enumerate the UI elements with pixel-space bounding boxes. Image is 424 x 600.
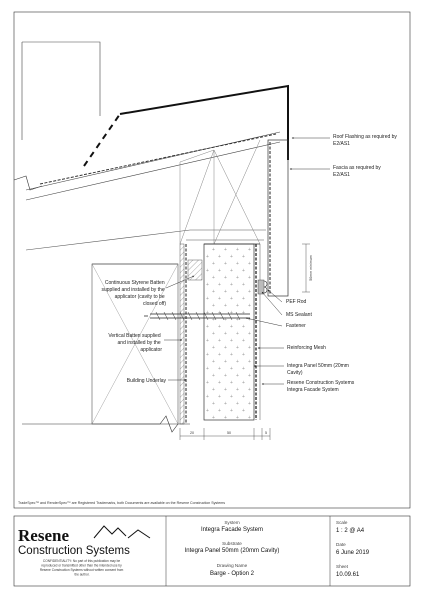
brand-roofline-icon xyxy=(93,525,151,539)
dim-mid: 50 xyxy=(227,431,231,435)
confidentiality-note: CONFIDENTIALITY: No part of this publica… xyxy=(40,559,124,577)
label-pef-rod: PEF Rod xyxy=(286,299,307,305)
min-clearance-label: 50mm minimum xyxy=(309,255,313,281)
label-ms-sealant: MS Sealant xyxy=(286,312,312,318)
label-building-underlay: Building Underlay xyxy=(127,378,167,384)
scale-label: Scale xyxy=(336,520,348,525)
roof-flashing xyxy=(119,84,289,160)
roof-outline xyxy=(21,41,101,140)
truss-members xyxy=(179,139,261,245)
leader-lines xyxy=(164,137,330,385)
integra-panel xyxy=(203,243,255,421)
trademark-note: TradeSpec™ and RenderSpec™ are Registere… xyxy=(18,501,225,505)
substrate-label: Substrate xyxy=(222,541,242,546)
break-line-bottom xyxy=(22,415,190,433)
label-resene-system: Resene Construction Systems Integra Faca… xyxy=(287,380,356,393)
system-value: Integra Facade System xyxy=(201,527,263,533)
styrene-batten xyxy=(187,259,203,281)
label-continuous-batten: Continuous Styrene Batten supplied and i… xyxy=(102,280,167,307)
label-integra-panel: Integra Panel 50mm (20mm Cavity) xyxy=(287,363,350,376)
drawing-name-value: Barge - Option 2 xyxy=(210,571,255,577)
roof-flashing-dashed xyxy=(83,113,121,167)
fastener xyxy=(144,313,250,319)
substrate-value: Integra Panel 50mm (20mm Cavity) xyxy=(185,548,280,554)
fascia-board xyxy=(267,139,289,297)
drawing-name-label: Drawing Name xyxy=(217,563,248,568)
brand-resene: Resene xyxy=(18,526,69,545)
sheet-value: 10.09.61 xyxy=(336,572,360,578)
label-reinforcing-mesh: Reinforcing Mesh xyxy=(287,345,326,351)
sheet-label: Sheet xyxy=(336,564,349,569)
title-block: Resene Construction Systems CONFIDENTIAL… xyxy=(13,515,411,587)
system-label: System xyxy=(224,520,239,525)
ms-sealant xyxy=(257,279,265,295)
date-value: 6 June 2019 xyxy=(336,550,370,556)
vertical-batten xyxy=(179,243,185,425)
brand-construction-systems: Construction Systems xyxy=(18,545,130,557)
label-vertical-batten: Vertical Batten supplied and installed b… xyxy=(108,333,162,353)
label-fastener: Fastener xyxy=(286,323,306,329)
break-line-left xyxy=(13,175,43,191)
roof-deck xyxy=(25,131,281,201)
dim-right: 5 xyxy=(265,431,267,435)
date-label: Date xyxy=(336,542,346,547)
label-fascia: Fascia as required by E2/AS1 xyxy=(333,165,382,178)
soffit-line xyxy=(25,229,266,251)
detail-drawing: 50mm minimum 20 50 5 xyxy=(13,41,313,440)
drawing-frame xyxy=(13,11,411,509)
scale-value: 1 : 2 @ A4 xyxy=(336,528,365,534)
label-roof-flashing: Roof Flashing as required by E2/AS1 xyxy=(333,134,398,147)
roof-underlay xyxy=(39,133,277,185)
dim-left: 20 xyxy=(190,431,194,435)
